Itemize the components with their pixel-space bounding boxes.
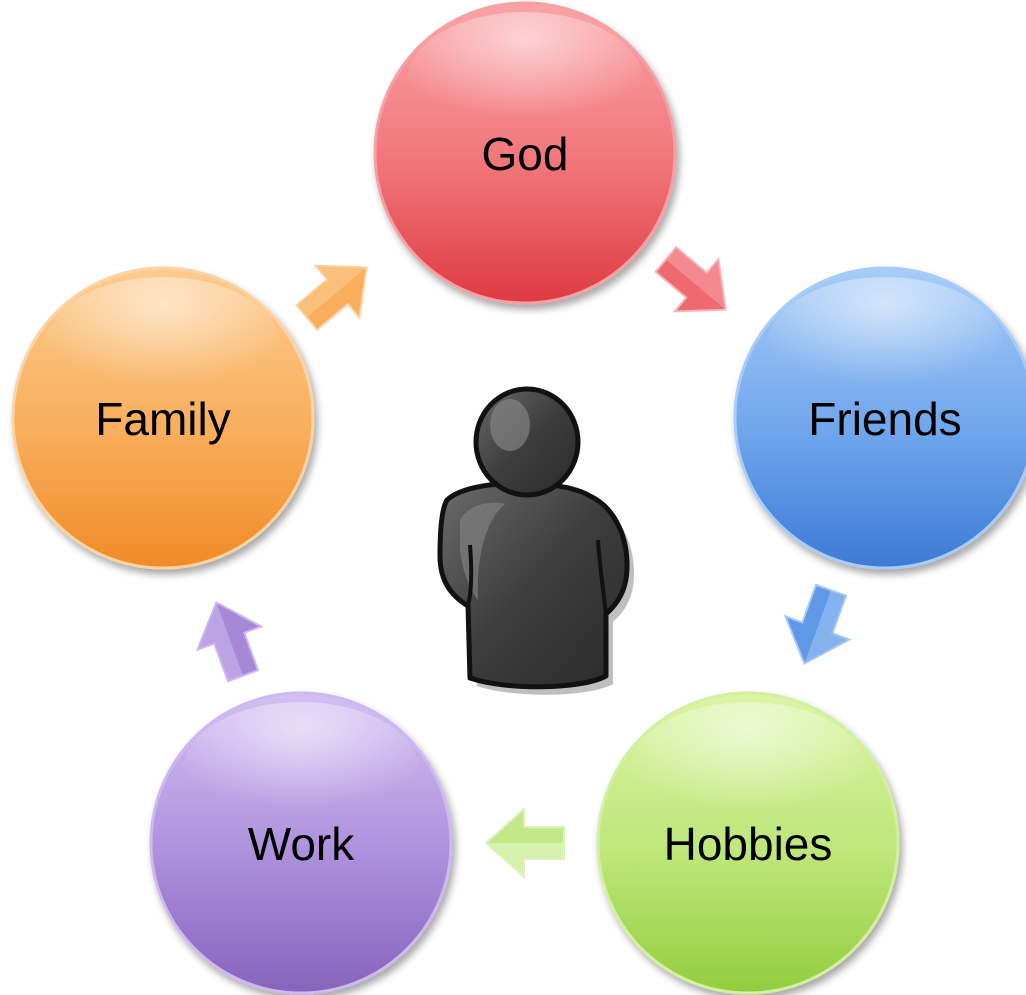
node-label-work: Work: [248, 818, 355, 870]
node-family: Family: [11, 266, 315, 570]
arrow-family-to-god: [295, 264, 368, 332]
node-label-god: God: [482, 128, 569, 180]
arrow-hobbies-to-work: [484, 806, 565, 880]
node-label-friends: Friends: [808, 393, 961, 445]
node-label-family: Family: [95, 393, 230, 445]
node-god: God: [373, 1, 677, 305]
person-icon: [437, 386, 635, 695]
node-work: Work: [149, 691, 453, 995]
node-hobbies: Hobbies: [596, 691, 900, 995]
node-label-hobbies: Hobbies: [664, 818, 833, 870]
node-friends: Friends: [733, 266, 1026, 570]
arrow-friends-to-hobbies: [783, 583, 852, 665]
arrow-god-to-friends: [654, 245, 727, 313]
arrow-work-to-family: [195, 601, 264, 683]
